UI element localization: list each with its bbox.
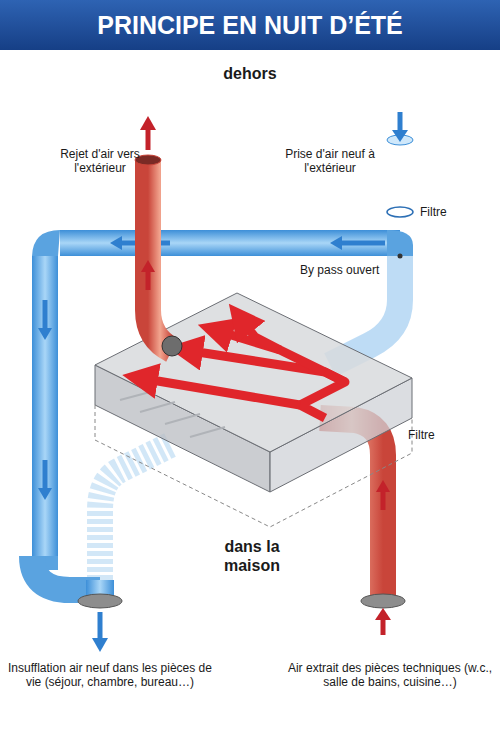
title: PRINCIPE EN NUIT D’ÉTÉ [97,11,403,40]
filter-label: Filtre [420,205,490,219]
zone-label: dehors [190,64,310,83]
intake-pipe [387,140,413,232]
supply-pipe [32,256,58,556]
red-flow-arrows [375,480,391,635]
red-flow-arrows [140,116,156,290]
pipe-label: Prise d'air neuf à l'extérieur [265,147,395,176]
pipe-label: Rejet d'air vers l'extérieur [40,147,160,176]
filter-label: Filtre [408,428,478,442]
exhaust-pipe [148,160,172,350]
bypass-point [398,254,403,259]
bypass-pipe [60,230,400,256]
zone-label: dans la maison [197,537,307,575]
exhaust-damper [162,336,182,356]
room-label: Air extrait des pièces techniques (w.c.,… [283,661,497,690]
supply-flange [78,594,122,608]
filter-ring [387,207,413,217]
title-banner: PRINCIPE EN NUIT D’ÉTÉ [0,0,500,50]
bypass-label: By pass ouvert [300,263,410,277]
extract-flange [361,594,405,608]
exchanger-flow [140,318,345,418]
room-label: Insufflation air neuf dans les pièces de… [3,661,217,690]
title-banner [0,0,500,50]
